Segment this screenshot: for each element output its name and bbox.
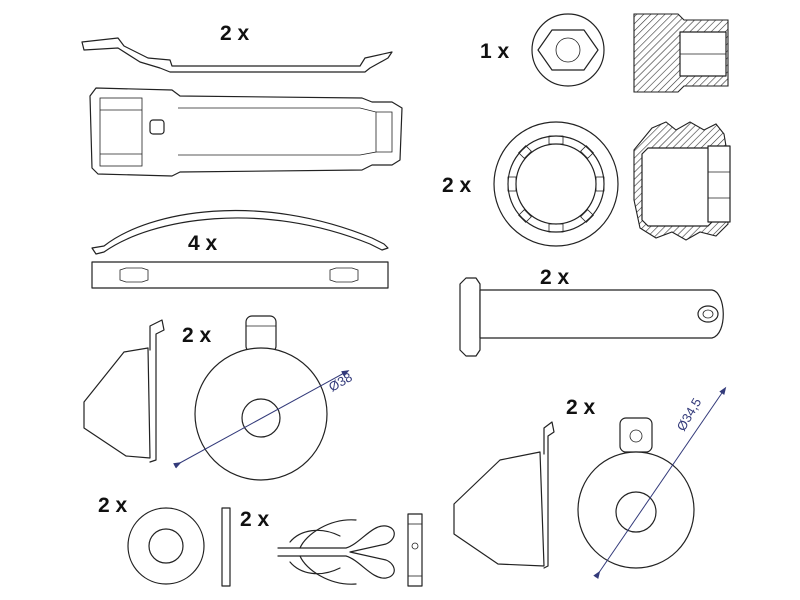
nut-qty: 1 x bbox=[480, 40, 510, 63]
cap-small-part bbox=[453, 417, 695, 569]
dimension-small-diameter: Ø34,5 bbox=[674, 395, 705, 433]
ring-nut-part bbox=[493, 121, 731, 247]
spring-qty: 4 x bbox=[188, 232, 218, 255]
spring-part bbox=[91, 209, 389, 289]
retainer-clip-part bbox=[277, 513, 423, 587]
dimension-large-diameter: Ø38 bbox=[326, 369, 355, 394]
pin-qty: 2 x bbox=[540, 266, 570, 289]
washer-qty: 2 x bbox=[98, 494, 128, 517]
clip-top-part bbox=[81, 37, 403, 177]
retainer-clip-qty: 2 x bbox=[240, 508, 270, 531]
pin-part bbox=[459, 277, 724, 357]
cap-large-qty: 2 x bbox=[182, 324, 212, 347]
nut-part bbox=[531, 13, 729, 93]
ring-nut-qty: 2 x bbox=[442, 174, 472, 197]
cap-small-qty: 2 x bbox=[566, 396, 596, 419]
clip-top-qty: 2 x bbox=[220, 22, 250, 45]
dimension-line-large bbox=[173, 370, 350, 469]
washer-part bbox=[127, 507, 231, 587]
dimension-line-small bbox=[593, 386, 727, 579]
